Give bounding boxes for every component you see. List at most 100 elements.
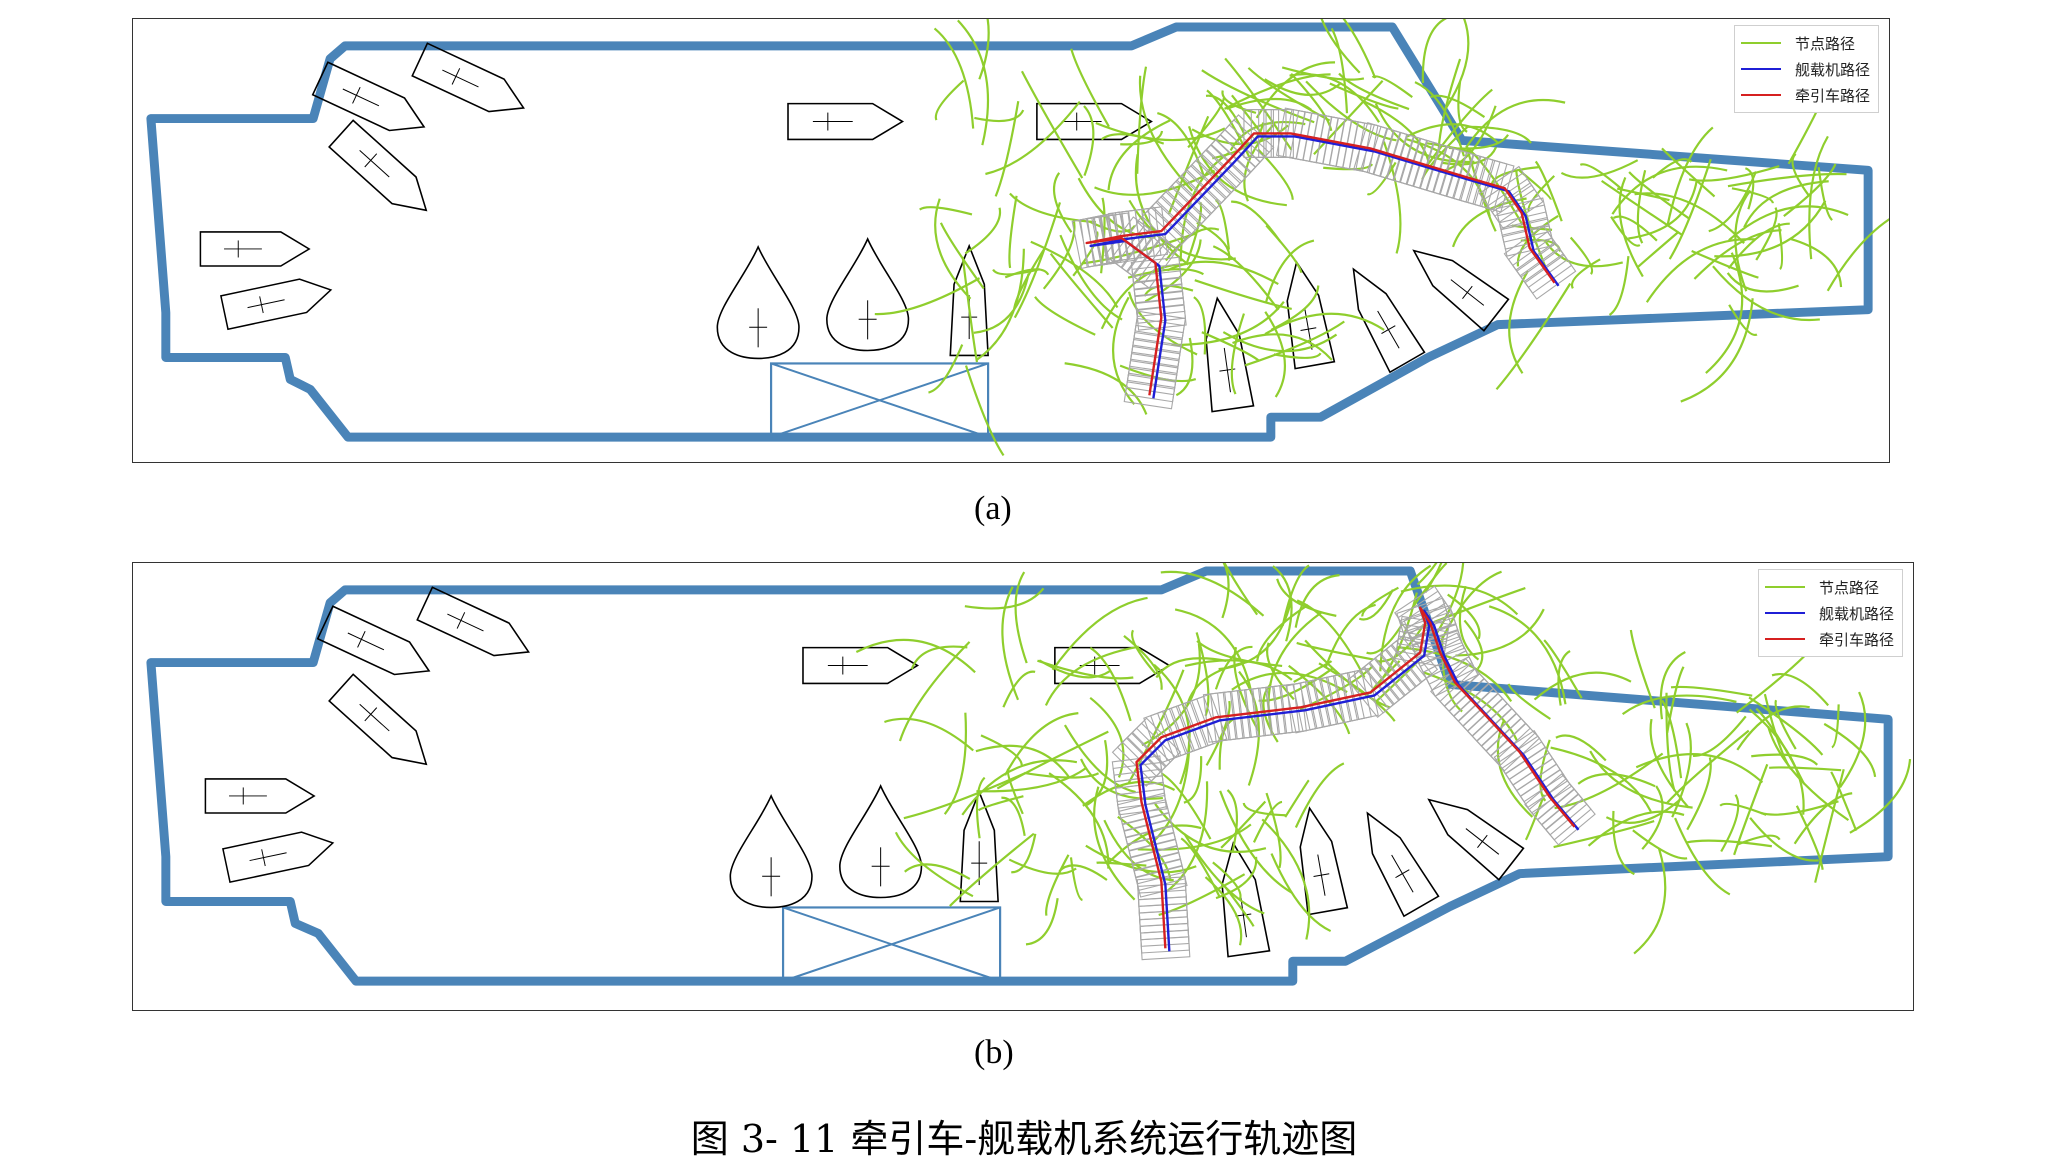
node-path-segment — [1769, 766, 1842, 772]
node-path-segment — [1193, 296, 1207, 355]
node-path-segment — [1579, 163, 1623, 190]
node-path-segment — [1270, 285, 1320, 331]
node-path-segment — [964, 365, 1005, 457]
aircraft-obstacle — [328, 119, 428, 212]
node-path-segment — [1030, 240, 1119, 309]
node-path-segment — [1082, 780, 1176, 807]
node-path-segment — [1831, 704, 1840, 749]
node-path-segment — [1120, 130, 1164, 146]
node-path-segment — [1044, 645, 1139, 706]
aircraft-obstacle — [222, 831, 335, 884]
node-path-segment — [943, 712, 967, 815]
node-path-segment — [1219, 790, 1293, 894]
legend-item-node: 节点路径 — [1764, 574, 1894, 600]
node-path-segment — [1006, 768, 1024, 815]
legend-item-node: 节点路径 — [1740, 30, 1870, 56]
node-path-segment — [1400, 584, 1519, 616]
node-path-segment — [1127, 291, 1198, 356]
aircraft-outline — [411, 42, 525, 113]
node-path-segment — [1488, 605, 1567, 705]
node-path-segment — [1628, 179, 1698, 240]
elevator — [769, 362, 990, 439]
node-path-segment — [992, 268, 1040, 276]
node-path-segment — [1009, 192, 1096, 224]
node-path-segment — [973, 273, 1030, 334]
node-path-segment — [1221, 563, 1230, 619]
aircraft-outline — [1299, 806, 1349, 916]
aircraft-outline — [328, 673, 428, 766]
node-path-segment — [1095, 122, 1226, 142]
node-path-segment — [1289, 73, 1380, 123]
node-path-segment — [1338, 72, 1410, 111]
node-path-segment — [1226, 789, 1238, 853]
aircraft-axis — [456, 612, 466, 629]
aircraft-axis — [249, 852, 287, 862]
node-path-segment — [1089, 696, 1125, 778]
node-path-segment — [1261, 818, 1311, 940]
node-path-segment — [1366, 161, 1397, 196]
aircraft-axis — [447, 613, 484, 632]
node-path-segment — [1329, 82, 1399, 110]
node-path-segment — [1231, 94, 1265, 138]
node-path-segment — [1457, 81, 1468, 133]
node-path-segment — [1743, 180, 1829, 228]
node-path-segment — [1371, 75, 1413, 99]
node-path-segment — [1671, 722, 1692, 818]
node-path-segment — [1808, 135, 1829, 260]
deck-outline — [146, 566, 1893, 986]
aircraft-obstacle — [204, 778, 316, 814]
node-path-segment — [1688, 165, 1780, 182]
node-path-segment — [1629, 629, 1656, 709]
aircraft-axis — [1235, 913, 1252, 917]
node-path-segment — [1587, 810, 1685, 847]
node-path-segment — [1374, 103, 1475, 163]
node-path-segment — [1570, 258, 1601, 289]
node-path-segment — [1438, 570, 1502, 646]
aircraft-obstacle — [416, 586, 530, 657]
node-path-segment — [1466, 146, 1524, 226]
node-path-segment — [1180, 837, 1221, 898]
aircraft-outline — [199, 231, 311, 267]
node-path-segment — [933, 27, 975, 129]
node-path-segment — [1733, 763, 1769, 856]
node-path-segment — [1201, 331, 1260, 362]
node-path-segment — [1296, 641, 1374, 661]
deck-plot-a — [146, 19, 1889, 457]
aircraft-axis — [1477, 834, 1488, 849]
aircraft-obstacle — [199, 231, 311, 267]
aircraft-axis — [352, 86, 361, 104]
node-path-segment — [1680, 298, 1754, 403]
node-path-segment — [919, 206, 973, 216]
node-path-segment — [1495, 282, 1572, 391]
node-path-segment — [1637, 230, 1680, 268]
node-path-segment — [1712, 265, 1820, 322]
aircraft-outline — [949, 243, 989, 357]
node-path-segment — [904, 863, 971, 880]
legend-item-tractor: 牵引车路径 — [1740, 82, 1870, 108]
node-path-segment — [1508, 270, 1529, 374]
node-path-segment — [1265, 224, 1303, 273]
node-path-segment — [1577, 773, 1656, 788]
legend-b: 节点路径 舰载机路径 牵引车路径 — [1757, 569, 1903, 657]
node-path-segment — [1465, 125, 1532, 144]
node-path-segment — [1051, 596, 1148, 671]
aircraft-outline — [311, 61, 426, 132]
node-path-segment — [1138, 75, 1194, 192]
node-path-segment — [1112, 296, 1136, 405]
node-path-segment — [1490, 166, 1540, 185]
node-path-segment — [1330, 27, 1349, 114]
panel-b: 节点路径 舰载机路径 牵引车路径 — [132, 562, 1914, 1011]
aircraft-outline — [222, 831, 335, 884]
node-path-segment — [1080, 758, 1163, 800]
aircraft-axis — [364, 153, 378, 168]
node-path-segment — [1719, 802, 1767, 816]
node-path-segment — [1414, 81, 1466, 157]
node-paths — [855, 563, 1912, 955]
node-path-segment — [1463, 619, 1484, 670]
node-path-segment — [1633, 848, 1667, 955]
node-path-segment — [985, 100, 1081, 176]
node-path-segment — [1221, 90, 1257, 114]
node-path-segment — [884, 717, 974, 752]
panel-a: 节点路径 舰载机路径 牵引车路径 — [132, 18, 1890, 463]
node-path-segment — [1144, 239, 1202, 303]
